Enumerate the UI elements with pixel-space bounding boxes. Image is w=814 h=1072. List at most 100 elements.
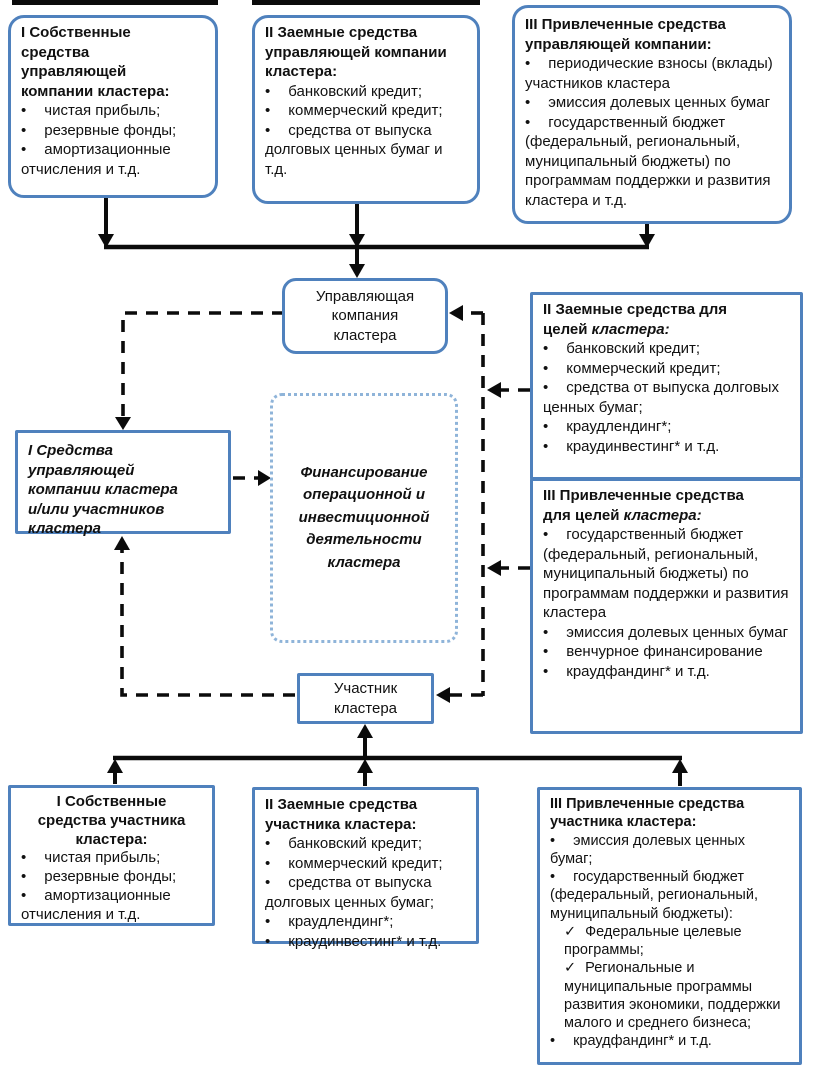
box-item-list: •периодические взносы (вклады) участнико… — [525, 54, 779, 210]
bullet-list-item: •государственный бюджет (федеральный, ре… — [543, 525, 790, 623]
bullet-list-item: •краудлендинг*; — [543, 417, 790, 437]
list-item-text: эмиссия долевых ценных бумаг; — [550, 832, 746, 867]
check-icon: ✓ — [564, 923, 577, 940]
box-item-list: •чистая прибыль;•резервные фонды;•аморти… — [21, 101, 205, 179]
bullet-list-item: • банковский кредит; — [543, 339, 790, 359]
bullet-list-item: •краудфандинг* и т.д. — [550, 1032, 789, 1050]
bullet-list-item: •резервные фонды; — [21, 121, 205, 141]
bullet-list-item: •коммерческий кредит; — [265, 854, 466, 874]
box-title: II Заемные средства для целей кластера: — [543, 301, 728, 338]
box-attracted-funds-management-company: III Привлеченные средства управляющей ко… — [512, 5, 792, 224]
bullet-list-item: •коммерческий кредит; — [265, 101, 467, 121]
bullet-list-item: •коммерческий кредит; — [543, 359, 790, 379]
bullet-icon: • — [550, 869, 556, 886]
bullet-icon: • — [265, 932, 271, 950]
bullet-icon: • — [525, 94, 531, 111]
box-funds-of-management-company-and-participants: I Средства управляющей компании кластера… — [15, 430, 231, 537]
bullet-list-item: •государственный бюджет (федеральный, ре… — [550, 868, 789, 923]
list-item-text: средства от выпуска долговых ценных бума… — [543, 379, 779, 416]
list-item-text: государственный бюджет (федеральный, рег… — [550, 869, 758, 922]
box-attracted-funds-participant: III Привлеченные средства участника клас… — [537, 787, 802, 1065]
node-management-company: Управляющая компания кластера — [282, 278, 448, 354]
bullet-list-item: •средства от выпуска долговых ценных бум… — [265, 121, 467, 180]
list-item-text: венчурное финансирование — [566, 643, 763, 660]
list-item-text: государственный бюджет (федеральный, рег… — [525, 113, 771, 209]
bullet-list-item: •венчурное финансирование — [543, 642, 790, 662]
list-item-text: краудлендинг*; — [566, 418, 672, 435]
bullet-icon: • — [543, 526, 549, 543]
bullet-list-item: • краудлендинг*; — [265, 912, 466, 932]
list-item-text: Региональные и муниципальные программы р… — [564, 960, 781, 1032]
box-borrowed-funds-participant: II Заемные средства участника кластера: … — [252, 787, 479, 950]
bullet-icon: • — [21, 141, 27, 158]
cropped-top-line — [12, 0, 480, 5]
bullet-list-item: •банковский кредит; — [265, 834, 466, 854]
bullet-icon: • — [265, 835, 271, 852]
bullet-icon: • — [21, 121, 27, 139]
bullet-icon: • — [543, 662, 549, 680]
bullet-icon: • — [21, 886, 27, 904]
list-item-text: чистая прибыль; — [44, 849, 161, 867]
list-item-text: амортизационные отчисления и т.д. — [21, 141, 171, 178]
list-item-text: государственный бюджет (федеральный, рег… — [543, 526, 789, 621]
list-item-text: резервные фонды; — [44, 868, 177, 885]
list-item-text: краудлендинг*; — [288, 913, 394, 930]
right-dashed-channel — [436, 305, 530, 703]
list-item-text: периодические взносы (вклады) участников… — [525, 55, 773, 92]
bullet-icon: • — [543, 340, 549, 357]
bullet-icon: • — [265, 121, 271, 139]
list-item-text: эмиссия долевых ценных бумаг — [548, 94, 771, 111]
check-list-item: ✓Федеральные целевые программы; — [564, 923, 789, 960]
node-cluster-participant: Участник кластера — [297, 673, 434, 724]
box-item-list: •чистая прибыль;•резервные фонды;•аморти… — [21, 849, 202, 924]
bullet-icon: • — [525, 55, 531, 72]
bullet-icon: • — [265, 82, 271, 100]
list-item-text: чистая прибыль; — [44, 102, 161, 119]
box-borrowed-funds-for-cluster: II Заемные средства для целей кластера: … — [530, 292, 803, 480]
list-item-text: краудфандинг* и т.д. — [573, 1033, 712, 1050]
bullet-icon: • — [543, 359, 549, 377]
bullet-icon: • — [543, 437, 549, 455]
bullet-list-item: • краудинвестинг* и т.д. — [265, 932, 466, 952]
box-title: II Заемные средства участника кластера: — [265, 796, 418, 833]
bullet-icon: • — [550, 832, 556, 849]
bullet-list-item: •краудфандинг* и т.д. — [543, 662, 790, 682]
list-item-text: Федеральные целевые программы; — [564, 923, 742, 959]
box-item-list: •эмиссия долевых ценных бумаг;•государст… — [550, 832, 789, 1051]
box-attracted-funds-for-cluster: III Привлеченные средства для целей клас… — [530, 478, 803, 734]
box-title: I Собственные средства участника кластер… — [37, 793, 186, 848]
box-own-funds-participant: I Собственные средства участника кластер… — [8, 785, 215, 926]
bullet-list-item: •средства от выпуска долговых ценных бум… — [543, 378, 790, 417]
list-item-text: банковский кредит; — [288, 82, 423, 100]
bullet-list-item: •средства от выпуска долговых ценных бум… — [265, 873, 466, 912]
bullet-list-item: • резервные фонды; — [21, 868, 202, 887]
list-item-text: средства от выпуска долговых ценных бума… — [265, 121, 443, 178]
box-title: III Привлеченные средства для целей клас… — [543, 487, 744, 524]
check-list-item: ✓Региональные и муниципальные программы … — [564, 959, 789, 1032]
node-financing-activity: Финансирование операционной и инвестицио… — [270, 393, 458, 643]
top-collector-arrows — [98, 197, 655, 278]
bullet-icon: • — [21, 868, 27, 885]
box-borrowed-funds-management-company: II Заемные средства управляющей компании… — [252, 15, 480, 204]
box-title: II Заемные средства управляющей компании… — [265, 24, 447, 80]
bullet-list-item: •чистая прибыль; — [21, 101, 205, 121]
bullet-list-item: • эмиссия долевых ценных бумаг — [525, 93, 779, 113]
list-item-text: банковский кредит; — [566, 340, 701, 357]
bullet-list-item: •государственный бюджет (федеральный, ре… — [525, 113, 779, 211]
bullet-list-item: •чистая прибыль; — [21, 849, 202, 868]
list-item-text: краудинвестинг* и т.д. — [288, 932, 442, 950]
bullet-list-item: •амортизационные отчисления и т.д. — [21, 887, 202, 925]
check-icon: ✓ — [564, 960, 577, 977]
bullet-icon: • — [265, 102, 271, 119]
bullet-list-item: •краудинвестинг* и т.д. — [543, 437, 790, 457]
box-title: III Привлеченные средства управляющей ко… — [525, 16, 726, 53]
box-title: III Привлеченные средства участника клас… — [550, 796, 745, 831]
bullet-icon: • — [265, 913, 271, 930]
box-item-list: • банковский кредит;•коммерческий кредит;… — [265, 82, 467, 180]
funding-input-arrow — [233, 470, 271, 486]
bullet-list-item: •амортизационные отчисления и т.д. — [21, 140, 205, 179]
box-item-list: •банковский кредит;•коммерческий кредит;… — [265, 834, 466, 951]
bullet-list-item: •периодические взносы (вклады) участнико… — [525, 54, 779, 93]
box-title: I Собственные средства управляющей компа… — [21, 24, 170, 100]
